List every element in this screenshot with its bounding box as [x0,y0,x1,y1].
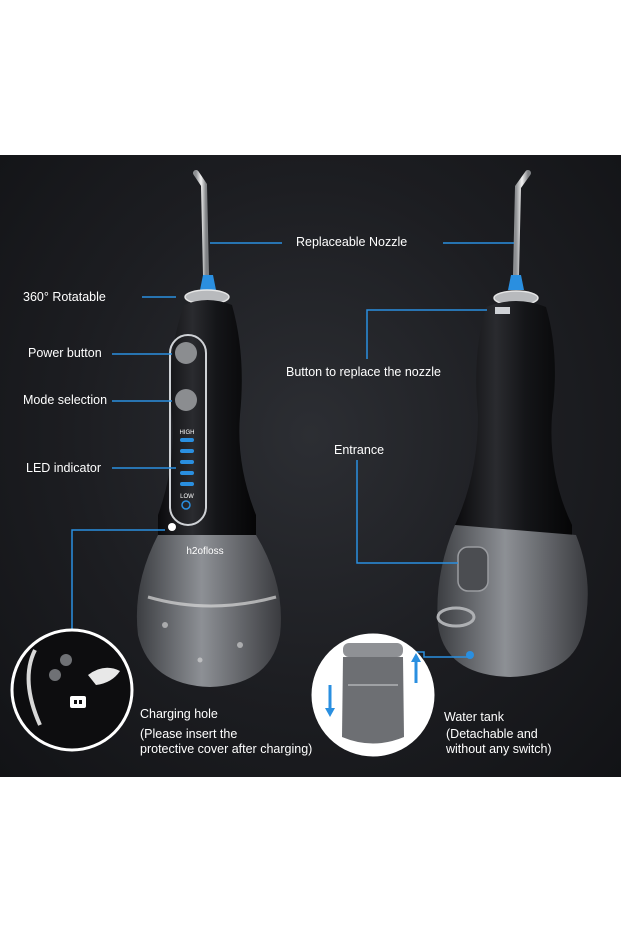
label-water-tank-note-1: (Detachable and [446,727,538,741]
label-charging-hole: Charging hole [140,707,218,721]
label-water-tank-note-2: without any switch) [446,742,552,756]
mode-button-icon [175,389,197,411]
brand-logo: h2ofloss [186,546,223,557]
label-led-indicator: LED indicator [26,461,102,475]
led-low-label: LOW [180,494,194,500]
label-button-replace-nozzle: Button to replace the nozzle [286,365,441,379]
label-mode-selection: Mode selection [23,393,108,407]
right-device [436,170,588,677]
callout-lines [71,242,514,658]
label-360-rotatable: 360° Rotatable [23,290,106,304]
label-replaceable-nozzle: Replaceable Nozzle [296,235,408,249]
product-panel: HIGH LOW h2ofloss Replaceable Nozzle 360… [0,155,621,777]
label-power-button: Power button [28,346,102,360]
left-device [136,170,281,687]
label-charging-note-1: (Please insert the [140,727,238,741]
power-button-icon [175,342,197,364]
product-illustration: HIGH LOW h2ofloss [10,170,588,757]
arrow-down-icon [325,708,335,717]
label-charging-note-2: protective cover after charging) [140,742,313,756]
label-entrance: Entrance [334,443,385,457]
water-tank-inset [311,633,435,757]
charging-hole-inset [10,628,134,752]
label-water-tank: Water tank [444,710,504,724]
led-high-label: HIGH [180,430,195,436]
arrow-up-icon [411,653,421,662]
